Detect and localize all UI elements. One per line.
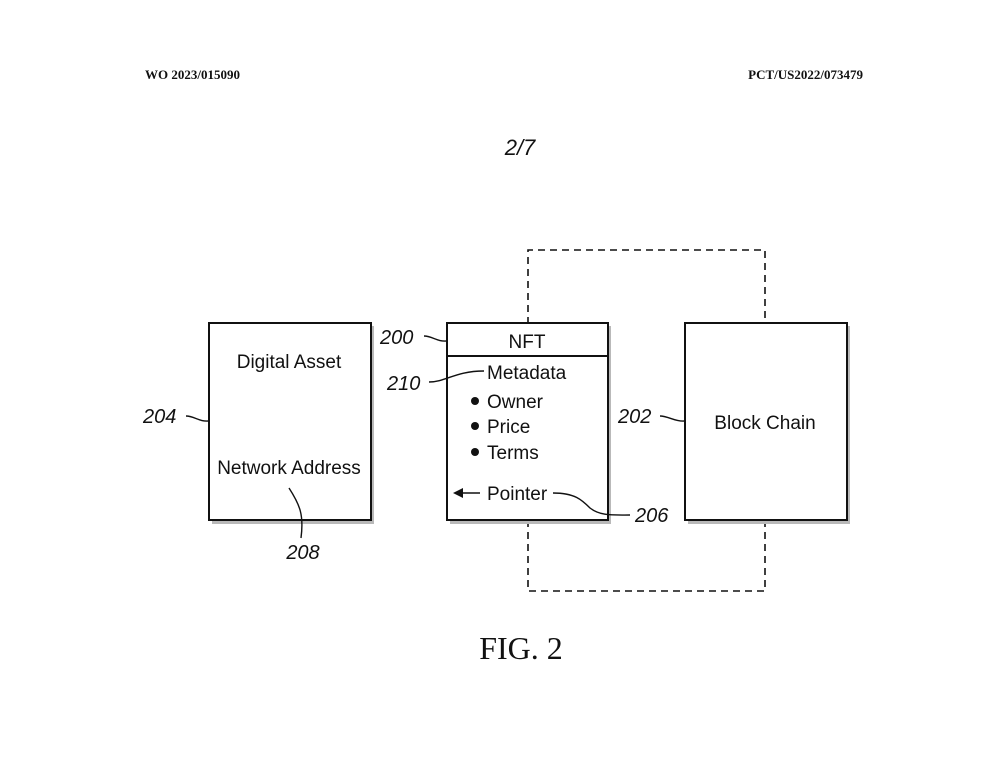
- ref-numeral-pointer: 206: [634, 505, 669, 527]
- metadata-item-terms: Terms: [487, 443, 539, 464]
- bullet-icon: [471, 397, 479, 405]
- blockchain-box: Block Chain: [684, 322, 850, 524]
- ref-numeral-nft: 200: [379, 327, 413, 349]
- application-number: PCT/US2022/073479: [748, 67, 863, 82]
- blockchain-title: Block Chain: [714, 413, 815, 434]
- network-address-label: Network Address: [217, 458, 361, 479]
- metadata-item-owner: Owner: [487, 392, 544, 413]
- nft-box: NFT Metadata Owner Price Terms Pointer: [446, 322, 611, 524]
- nft-blockchain-link: [527, 249, 766, 592]
- ref-200: 200: [379, 327, 447, 349]
- nft-title: NFT: [509, 332, 546, 353]
- ref-numeral-network-address: 208: [285, 542, 319, 564]
- bullet-icon: [471, 422, 479, 430]
- ref-206: 206: [552, 492, 669, 527]
- ref-204: 204: [142, 406, 209, 428]
- ref-numeral-blockchain: 202: [617, 406, 651, 428]
- publication-number: WO 2023/015090: [145, 67, 240, 82]
- sheet-number: 2/7: [504, 135, 536, 160]
- figure-label: FIG. 2: [479, 630, 563, 666]
- metadata-label: Metadata: [487, 363, 567, 384]
- bullet-icon: [471, 448, 479, 456]
- digital-asset-box: Digital Asset Network Address: [208, 322, 374, 524]
- ref-numeral-digital-asset: 204: [142, 406, 176, 428]
- ref-numeral-metadata: 210: [386, 373, 420, 395]
- ref-202: 202: [617, 406, 685, 428]
- pointer-arrow-icon: [453, 488, 480, 498]
- pointer-label: Pointer: [487, 484, 548, 505]
- ref-210: 210: [386, 370, 485, 395]
- metadata-item-price: Price: [487, 417, 530, 438]
- digital-asset-title: Digital Asset: [237, 352, 342, 373]
- ref-208: 208: [285, 487, 320, 564]
